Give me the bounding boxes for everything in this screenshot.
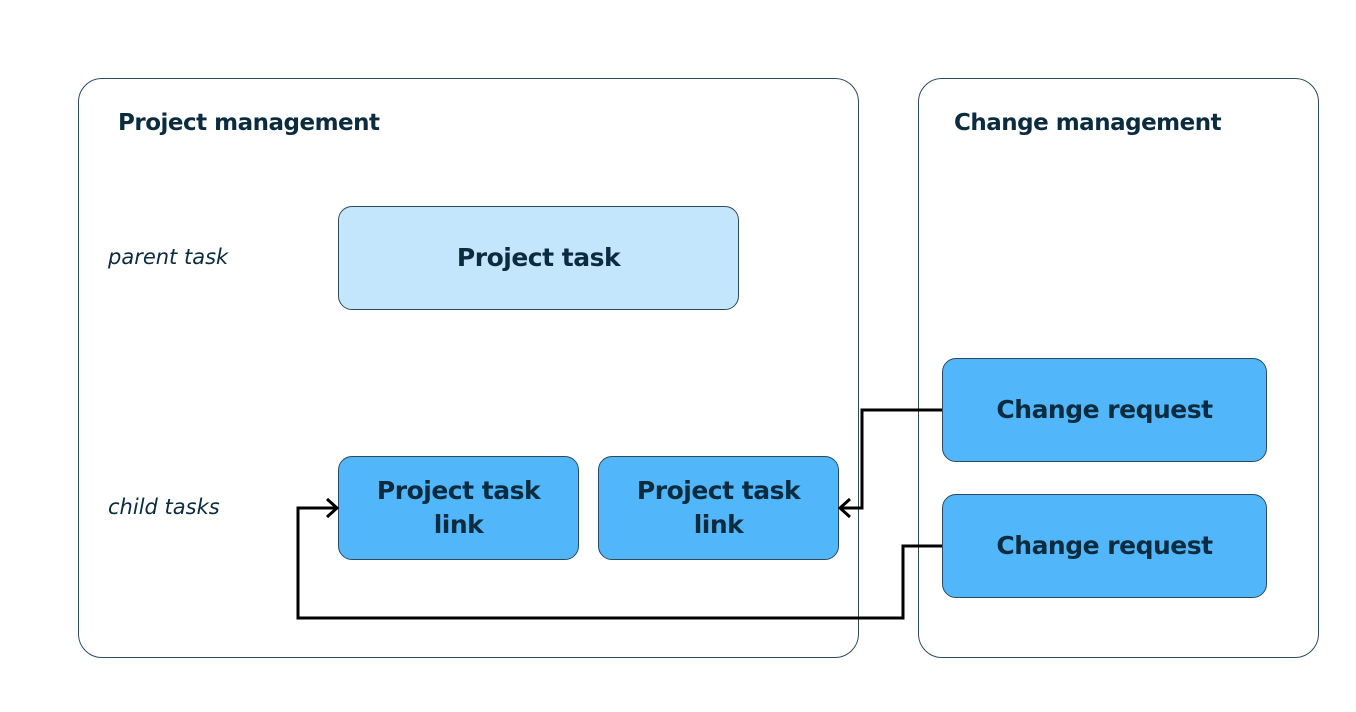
child-tasks-row-label: child tasks — [108, 495, 220, 519]
change-request-label: Change request — [996, 530, 1213, 560]
change-request-node-1[interactable]: Change request — [942, 358, 1267, 462]
project-task-link-node-2[interactable]: Project task link — [598, 456, 839, 560]
project-management-title: Project management — [118, 110, 380, 136]
project-management-panel — [78, 78, 859, 658]
change-management-title: Change management — [954, 110, 1222, 136]
project-task-link-node-1[interactable]: Project task link — [338, 456, 579, 560]
change-request-node-2[interactable]: Change request — [942, 494, 1267, 598]
change-request-label: Change request — [996, 394, 1213, 424]
project-task-label: Project task — [456, 242, 621, 272]
parent-task-row-label: parent task — [108, 245, 229, 269]
project-task-link-label: Project task link — [376, 475, 541, 540]
project-task-link-label: Project task link — [636, 475, 801, 540]
project-task-node[interactable]: Project task — [338, 206, 739, 310]
